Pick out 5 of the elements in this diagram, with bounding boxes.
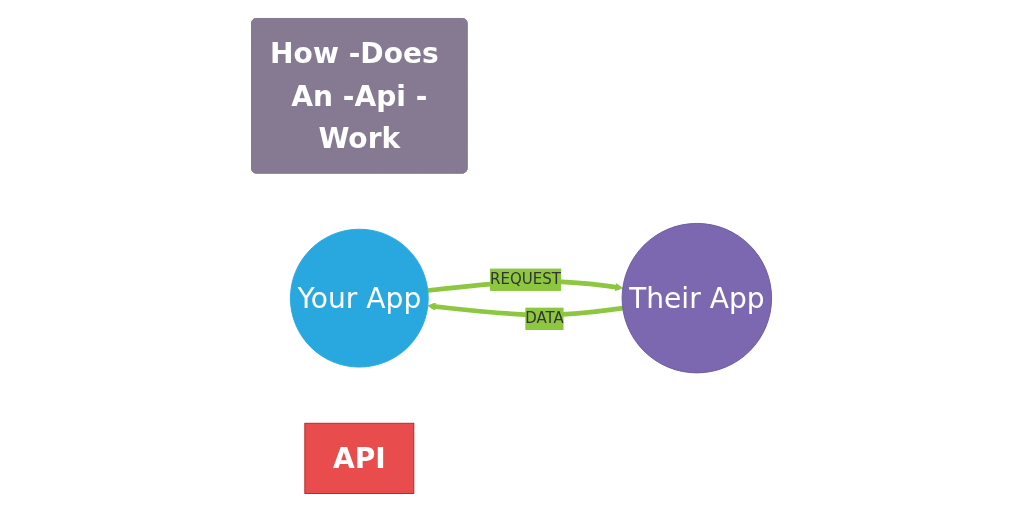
node-circle: Their App [622,222,773,374]
node-box: API [304,422,415,494]
node-circle: Your App [290,228,430,368]
edge-label: REQUEST [490,270,562,289]
edge-label: DATA [525,309,565,328]
